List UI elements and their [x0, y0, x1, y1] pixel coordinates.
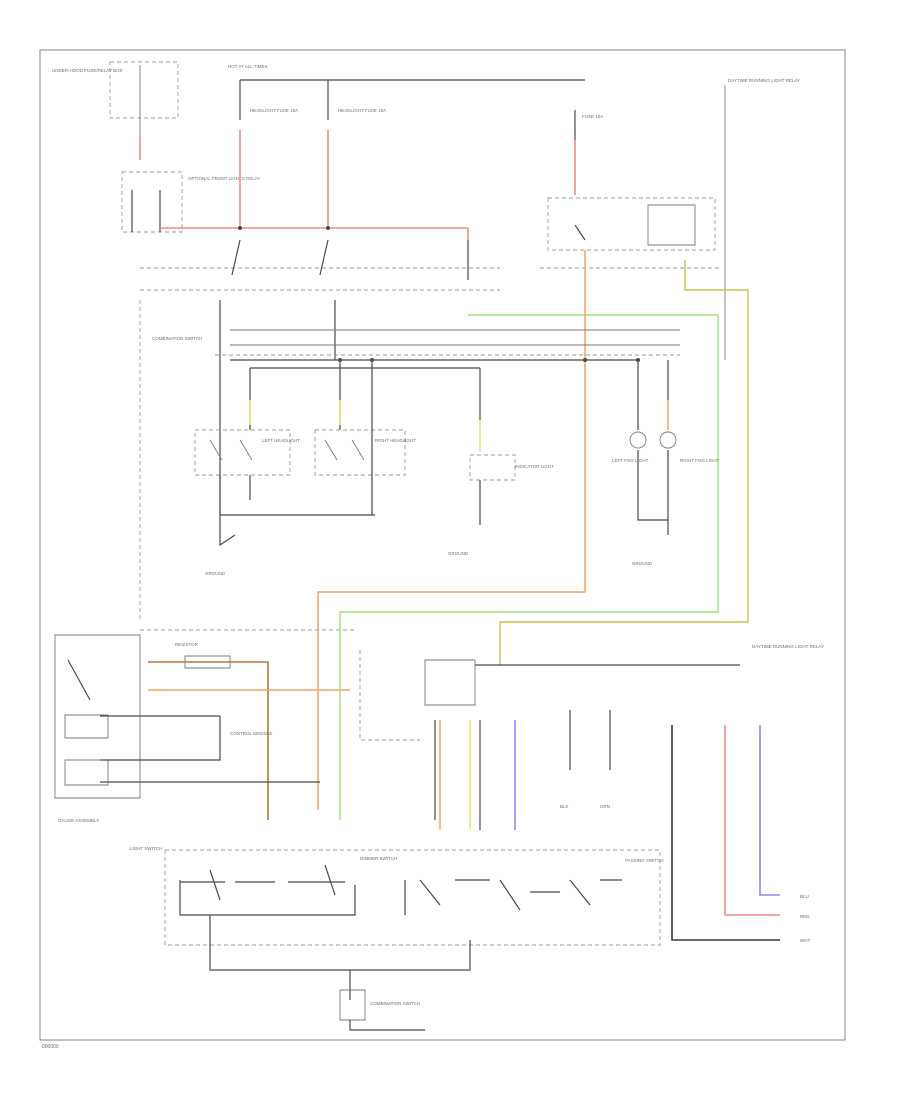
- daytime-relay-section: DAYTIME RUNNING LIGHT RELAY BLK GRN: [359, 644, 824, 830]
- label-left-headlight: LEFT HEADLIGHT: [262, 438, 300, 443]
- headlight-switch-row: [140, 239, 720, 291]
- top-right-relay: FUSE 10A DAYTIME RUNNING LIGHT RELAY: [547, 78, 800, 360]
- indicator-light: INDICATOR LIGHT GROUND: [448, 368, 554, 556]
- label-resistor: RESISTOR: [175, 642, 199, 647]
- label-relay-box: OPTIONAL FRONT LIGHTS RELAY: [188, 176, 260, 181]
- bottom-switch-row: LIGHT SWITCH DIMMER SWITCH PASSING SWITC…: [130, 846, 664, 1000]
- page-number: 000000: [42, 1044, 59, 1050]
- label-fuse-c: FUSE 10A: [582, 114, 603, 119]
- top-power-bus: HOT AT ALL TIMES HEADLIGHT FUSE 15A HEAD…: [160, 64, 585, 240]
- label-fuse-a: HEADLIGHT FUSE 15A: [250, 108, 298, 113]
- label-ground-b: GROUND: [448, 551, 469, 556]
- label-ground-c: GROUND: [632, 561, 653, 566]
- label-wire-wht: WHT: [800, 938, 810, 943]
- label-combination-lower: COMBINATION SWITCH: [370, 1001, 420, 1006]
- label-ground-a: GROUND: [205, 571, 226, 576]
- right-headlight: RIGHT HEADLIGHT: [314, 360, 416, 515]
- label-combination-switch: COMBINATION SWITCH: [152, 336, 202, 341]
- label-dimmer-switch: DIMMER SWITCH: [360, 856, 397, 861]
- bottom-ground: COMBINATION SWITCH: [339, 989, 425, 1031]
- label-passing-switch: PASSING SWITCH: [625, 858, 664, 863]
- label-left-fog: LEFT FOG LIGHT: [612, 458, 649, 463]
- label-wire-blk: BLK: [560, 804, 569, 809]
- olive-wire: [499, 260, 749, 665]
- diagram-border: [39, 49, 846, 1041]
- top-left-fuse-block: UNDER-HOOD FUSE/RELAY BOX OPTIONAL FRONT…: [52, 61, 260, 233]
- label-fuse-b: HEADLIGHT FUSE 15A: [338, 108, 386, 113]
- distribution-bus: COMBINATION SWITCH: [139, 300, 680, 620]
- label-wire-red: RED: [800, 914, 810, 919]
- label-module: CONTROL MODULE: [230, 731, 272, 736]
- label-right-fog: RIGHT FOG LIGHT: [680, 458, 720, 463]
- left-headlight: LEFT HEADLIGHT: [194, 368, 375, 516]
- label-right-headlight: RIGHT HEADLIGHT: [375, 438, 416, 443]
- label-right-relay: DAYTIME RUNNING LIGHT RELAY: [728, 78, 800, 83]
- fog-lights: LEFT FOG LIGHT RIGHT FOG LIGHT GROUND: [612, 360, 720, 566]
- label-hot-at-all-times: HOT AT ALL TIMES: [228, 64, 268, 69]
- label-daytime-relay: DAYTIME RUNNING LIGHT RELAY: [752, 644, 824, 649]
- label-light-switch: LIGHT SWITCH: [130, 846, 162, 851]
- orange-wire: [317, 250, 586, 810]
- label-wire-blu: BLU: [800, 894, 809, 899]
- label-gauge-assembly: GAUGE ASSEMBLY: [58, 818, 99, 823]
- light-control-module: BLU RED WHT: [671, 725, 810, 943]
- green-wire: [339, 314, 719, 820]
- label-wire-grn: GRN: [600, 804, 610, 809]
- label-under-hood-fuse-box: UNDER-HOOD FUSE/RELAY BOX: [52, 68, 123, 73]
- label-indicator: INDICATOR LIGHT: [515, 464, 554, 469]
- ground-a: GROUND: [205, 515, 236, 576]
- gauge-assembly: GAUGE ASSEMBLY RESISTOR CONTROL MODULE: [54, 629, 355, 823]
